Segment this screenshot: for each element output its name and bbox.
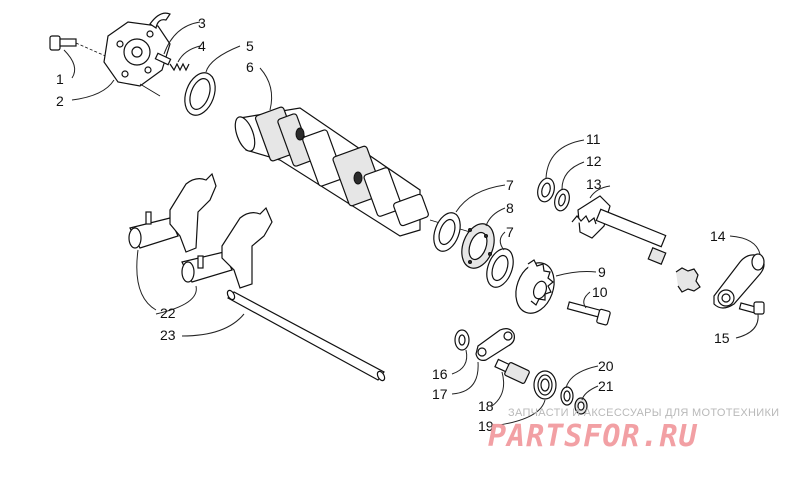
part-housing-2: [103, 12, 171, 97]
part-washer-7a: [433, 212, 461, 252]
callout-8: 8: [506, 200, 514, 216]
callout-16: 16: [432, 366, 448, 382]
part-washer-12: [554, 188, 570, 212]
callout-20: 20: [598, 358, 614, 374]
part-arm-17: [475, 328, 515, 361]
callout-7a: 7: [506, 177, 514, 193]
callout-14: 14: [710, 228, 726, 244]
callout-2: 2: [56, 93, 64, 109]
part-spring-4: [169, 62, 190, 72]
callout-12: 12: [586, 153, 602, 169]
callout-15: 15: [714, 330, 730, 346]
part-washer-11: [537, 177, 555, 203]
part-bolt-1: [49, 35, 111, 59]
callout-labels: 1 2 3 4 5 6 7 8 7 9 10 11 12 13 14 15 16…: [56, 15, 730, 434]
leader-lines: [63, 21, 761, 427]
watermark: ЗАПЧАСТИ И АКСЕССУАРЫ ДЛЯ МОТОТЕХНИКИ PA…: [488, 407, 779, 454]
callout-13: 13: [586, 176, 602, 192]
callout-3: 3: [198, 15, 206, 31]
part-bearing-8: [461, 223, 495, 269]
part-gear-cam-9: [515, 259, 555, 314]
part-shift-lever-14: [675, 253, 765, 309]
part-shift-fork-22a: [128, 172, 217, 253]
part-shift-shaft-13: [571, 195, 667, 265]
part-washer-7b: [486, 248, 514, 288]
callout-4: 4: [198, 38, 206, 54]
part-nut-21: [574, 397, 588, 415]
part-washer-16: [454, 329, 470, 351]
callout-22: 22: [160, 305, 176, 321]
callout-17: 17: [432, 386, 448, 402]
callout-23: 23: [160, 327, 176, 343]
part-bolt-15: [738, 301, 765, 315]
part-bolt-10: [566, 301, 611, 326]
part-pin-18: [494, 358, 530, 384]
watermark-logo: PARTSFOR.RU: [488, 419, 698, 454]
part-shift-fork-22b: [181, 206, 273, 289]
part-washer-20: [560, 386, 574, 406]
part-washer-5: [184, 72, 216, 116]
callout-1: 1: [56, 71, 64, 87]
part-fork-shaft-23: [226, 289, 386, 382]
callout-11: 11: [586, 131, 601, 147]
part-pin-3: [154, 52, 172, 66]
watermark-tagline: ЗАПЧАСТИ И АКСЕССУАРЫ ДЛЯ МОТОТЕХНИКИ: [508, 407, 779, 419]
callout-18: 18: [478, 398, 494, 414]
part-shift-drum-6: [234, 106, 471, 237]
callout-7b: 7: [506, 224, 514, 240]
callout-19: 19: [478, 418, 494, 434]
callout-10: 10: [592, 284, 608, 300]
callout-6: 6: [246, 59, 254, 75]
part-spring-19: [533, 370, 557, 400]
callout-9: 9: [598, 264, 606, 280]
callout-21: 21: [598, 378, 614, 394]
callout-5: 5: [246, 38, 254, 54]
